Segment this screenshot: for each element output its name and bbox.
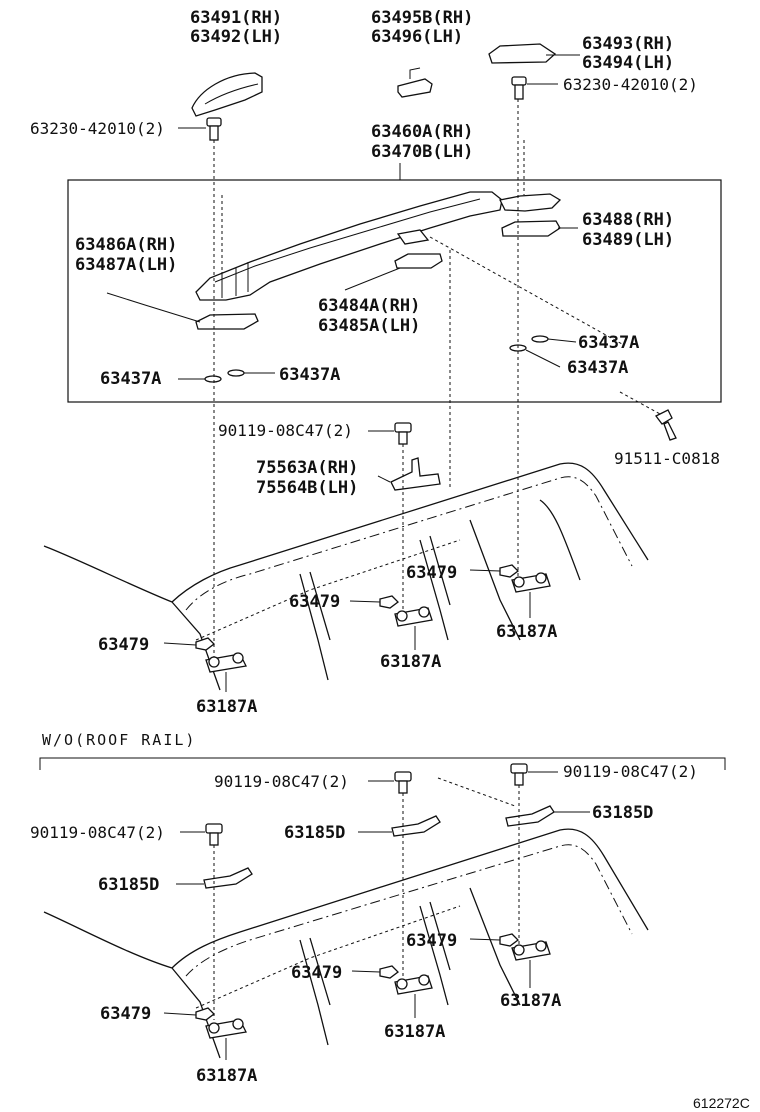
roof-body-lower (43, 828, 649, 1059)
part-label: 75563A(RH) (256, 458, 358, 478)
part-label: 63187A (196, 697, 257, 717)
bracket-lower-left (203, 867, 253, 889)
part-label: 63187A (384, 1022, 445, 1042)
nut-plate (394, 606, 433, 650)
part-label: 63187A (196, 1066, 257, 1086)
part-label: 90119-08C47(2) (30, 823, 165, 842)
washer (227, 369, 245, 377)
part-label: 63492(LH) (190, 27, 282, 47)
part-label: 63479 (289, 592, 340, 612)
part-label: 63437A (279, 365, 340, 385)
part-label: 63496(LH) (371, 27, 463, 47)
rail-pad-center (394, 253, 443, 269)
nut-plate (511, 940, 551, 988)
clip (499, 933, 519, 947)
part-label: 63479 (406, 563, 457, 583)
part-label: 63479 (100, 1004, 151, 1024)
part-label: 63187A (500, 991, 561, 1011)
screw-left (178, 117, 222, 141)
roof-body-upper (43, 462, 649, 691)
rail-pad-rear (501, 220, 561, 237)
washer (531, 335, 549, 343)
rail-end-cover-front (191, 72, 263, 117)
part-label: 63187A (380, 652, 441, 672)
roof-bracket (377, 457, 441, 491)
washer (204, 375, 222, 383)
wo-roof-rail-bracket (39, 757, 726, 770)
part-label: 63479 (291, 963, 342, 983)
part-label: 63230-42010(2) (563, 75, 698, 94)
part-label: 63491(RH) (190, 8, 282, 28)
section-note: W/O(ROOF RAIL) (42, 731, 196, 749)
bolt-lower-left (180, 823, 223, 846)
part-label: 63495B(RH) (371, 8, 473, 28)
part-label: 63470B(LH) (371, 142, 473, 162)
clip (195, 1007, 215, 1021)
nut-plate (205, 652, 247, 692)
part-label: 91511-C0818 (614, 449, 720, 468)
bolt-upper (368, 422, 412, 445)
roof-rail (195, 191, 562, 301)
part-label: 90119-08C47(2) (218, 421, 353, 440)
part-label: 63479 (406, 931, 457, 951)
nut-plate (205, 1018, 247, 1060)
screw-91511 (619, 391, 677, 441)
clip (499, 564, 519, 578)
screw-right (511, 76, 558, 100)
part-label: 63185D (98, 875, 159, 895)
rail-end-cap (397, 67, 433, 98)
part-label: 63485A(LH) (318, 316, 420, 336)
part-label: 90119-08C47(2) (214, 772, 349, 791)
nut-plate (394, 974, 433, 1018)
part-label: 63494(LH) (582, 53, 674, 73)
bolt-lower-center (368, 771, 412, 794)
part-label: 63437A (100, 369, 161, 389)
rail-end-cover-rear (488, 43, 580, 64)
part-label: 90119-08C47(2) (563, 762, 698, 781)
part-label: 63484A(RH) (318, 296, 420, 316)
bracket-lower-right (505, 805, 555, 827)
part-label: 63185D (592, 803, 653, 823)
part-label: 75564B(LH) (256, 478, 358, 498)
part-label: 63437A (578, 333, 639, 353)
part-label: 63230-42010(2) (30, 119, 165, 138)
clip (379, 595, 399, 609)
part-label: 63460A(RH) (371, 122, 473, 142)
illustration-code: 612272C (693, 1095, 750, 1111)
part-label: 63185D (284, 823, 345, 843)
part-label: 63479 (98, 635, 149, 655)
nut-plate (511, 572, 551, 618)
bracket-lower-center (391, 815, 441, 837)
clip (195, 637, 215, 651)
part-label: 63489(LH) (582, 230, 674, 250)
part-label: 63187A (496, 622, 557, 642)
rail-assembly-frame (67, 179, 722, 403)
part-label: 63486A(RH) (75, 235, 177, 255)
clip (379, 965, 399, 979)
bolt-lower-right (510, 763, 558, 786)
part-label: 63437A (567, 358, 628, 378)
rail-pad-front (195, 313, 259, 330)
part-label: 63488(RH) (582, 210, 674, 230)
part-label: 63487A(LH) (75, 255, 177, 275)
part-label: 63493(RH) (582, 34, 674, 54)
